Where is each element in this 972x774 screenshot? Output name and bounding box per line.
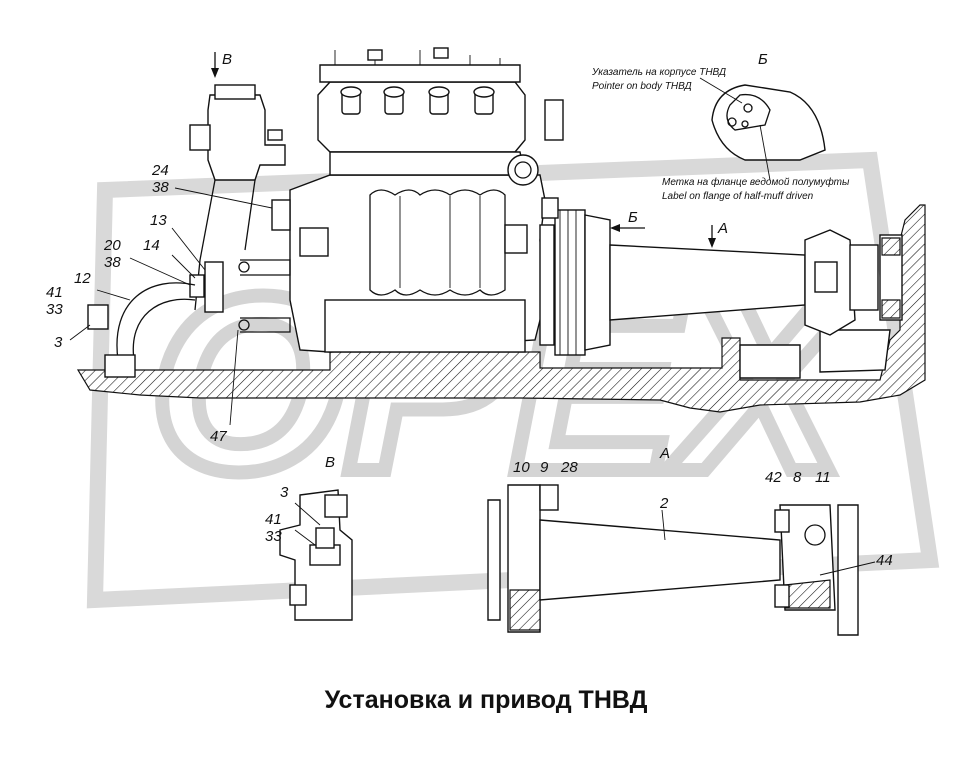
callout-3-detail: 3 [280, 484, 289, 501]
detail-v-lower [289, 584, 307, 606]
view-label-b-arrow: Б [628, 209, 638, 226]
part-24 [271, 199, 291, 231]
callout-10: 10 [513, 459, 530, 476]
callout-9: 9 [540, 459, 549, 476]
note-pointer-ru: Указатель на корпусе ТНВД [591, 67, 726, 78]
fuel-filter [207, 94, 286, 181]
callout-41-top: 41 [46, 284, 63, 301]
pump-boss-right [504, 224, 528, 254]
fitting-3 [104, 354, 136, 378]
filter-bolt [267, 129, 283, 141]
callout-41-detail: 41 [265, 511, 282, 528]
callout-8: 8 [793, 469, 802, 486]
callout-20: 20 [103, 237, 121, 254]
pump-boss-left [299, 227, 329, 257]
callout-28: 28 [560, 459, 578, 476]
driven-flange [849, 244, 879, 311]
filter-fitting [189, 124, 211, 151]
fitting-41-33 [87, 304, 109, 330]
callout-13: 13 [150, 212, 167, 229]
callout-38-top: 38 [152, 179, 169, 196]
callout-33-top: 33 [46, 301, 63, 318]
part-28 [541, 197, 559, 219]
driven-nut [814, 261, 838, 293]
detail-notes: Указатель на корпусе ТНВД Pointer on bod… [591, 67, 850, 202]
coupling-disc [554, 209, 586, 356]
pipe-12 [116, 282, 196, 361]
bracket-rib [739, 344, 801, 379]
view-label-v-top: В [222, 51, 232, 68]
drawing-title: Установка и привод ТНВД [324, 686, 648, 714]
callout-14: 14 [143, 237, 160, 254]
view-label-a-detail: А [659, 445, 670, 462]
driven-bracket [879, 234, 903, 321]
callout-42: 42 [765, 469, 782, 486]
pump-flange-lines [399, 196, 481, 288]
callout-47: 47 [210, 428, 227, 445]
note-pointer-en: Pointer on body ТНВД [592, 81, 692, 92]
view-label-b: Б [758, 51, 768, 68]
side-fitting [544, 99, 564, 141]
callout-2: 2 [659, 495, 669, 512]
view-label-v-detail: В [325, 454, 335, 471]
bracket-pocket [819, 329, 891, 373]
detail-a-flange [837, 504, 859, 636]
bracket-section [76, 204, 926, 413]
detail-a-bolt [539, 484, 559, 511]
callout-numbers: 24 38 13 20 38 14 12 41 33 3 47 3 41 33 … [46, 162, 893, 569]
pump-base [324, 299, 526, 353]
detail-a-nut-lower [774, 584, 790, 608]
callout-44: 44 [876, 552, 893, 569]
view-label-a-top: А [717, 220, 728, 237]
detail-a-hatch-left [509, 589, 541, 631]
detail-b-body [711, 84, 826, 161]
part-14 [204, 261, 224, 313]
view-arrows [211, 52, 716, 248]
leader-lines [69, 187, 273, 426]
filter-cap [214, 84, 256, 100]
callout-12: 12 [74, 270, 91, 287]
pump-flanges [369, 189, 506, 296]
detail-b [699, 77, 826, 181]
note-label-en: Label on flange of half-muff driven [662, 191, 814, 202]
callout-24: 24 [151, 162, 169, 179]
part-20 [189, 274, 205, 298]
main-assembly-view [69, 47, 926, 426]
top-nut-2 [433, 47, 449, 59]
driven-bracket-section [881, 237, 901, 319]
detail-v-bolt [324, 494, 348, 518]
head-lower-block [329, 151, 526, 176]
detail-a-hatch-right [784, 579, 831, 609]
detail-v [279, 489, 353, 621]
top-bolts [334, 50, 501, 65]
callout-38-mid: 38 [104, 254, 121, 271]
detail-a-nut [774, 509, 790, 533]
coupling-disc-lines [559, 210, 577, 355]
callout-11: 11 [815, 469, 831, 486]
detail-a [487, 484, 876, 636]
top-nut-1 [367, 49, 383, 61]
detail-v-fitting [315, 527, 335, 549]
fuel-port [507, 154, 539, 186]
head-top-pipes [319, 64, 521, 83]
note-label-ru: Метка на фланце ведомой полумуфты [662, 176, 850, 188]
view-letters: В Б А Б В А [222, 51, 768, 471]
callout-3-top: 3 [54, 334, 63, 351]
callout-33-detail: 33 [265, 528, 282, 545]
detail-a-shaft [539, 519, 781, 601]
coupling-hub [539, 224, 555, 346]
coupling-flange [584, 214, 611, 351]
line-47 [240, 259, 291, 333]
injector-fittings [340, 86, 495, 115]
